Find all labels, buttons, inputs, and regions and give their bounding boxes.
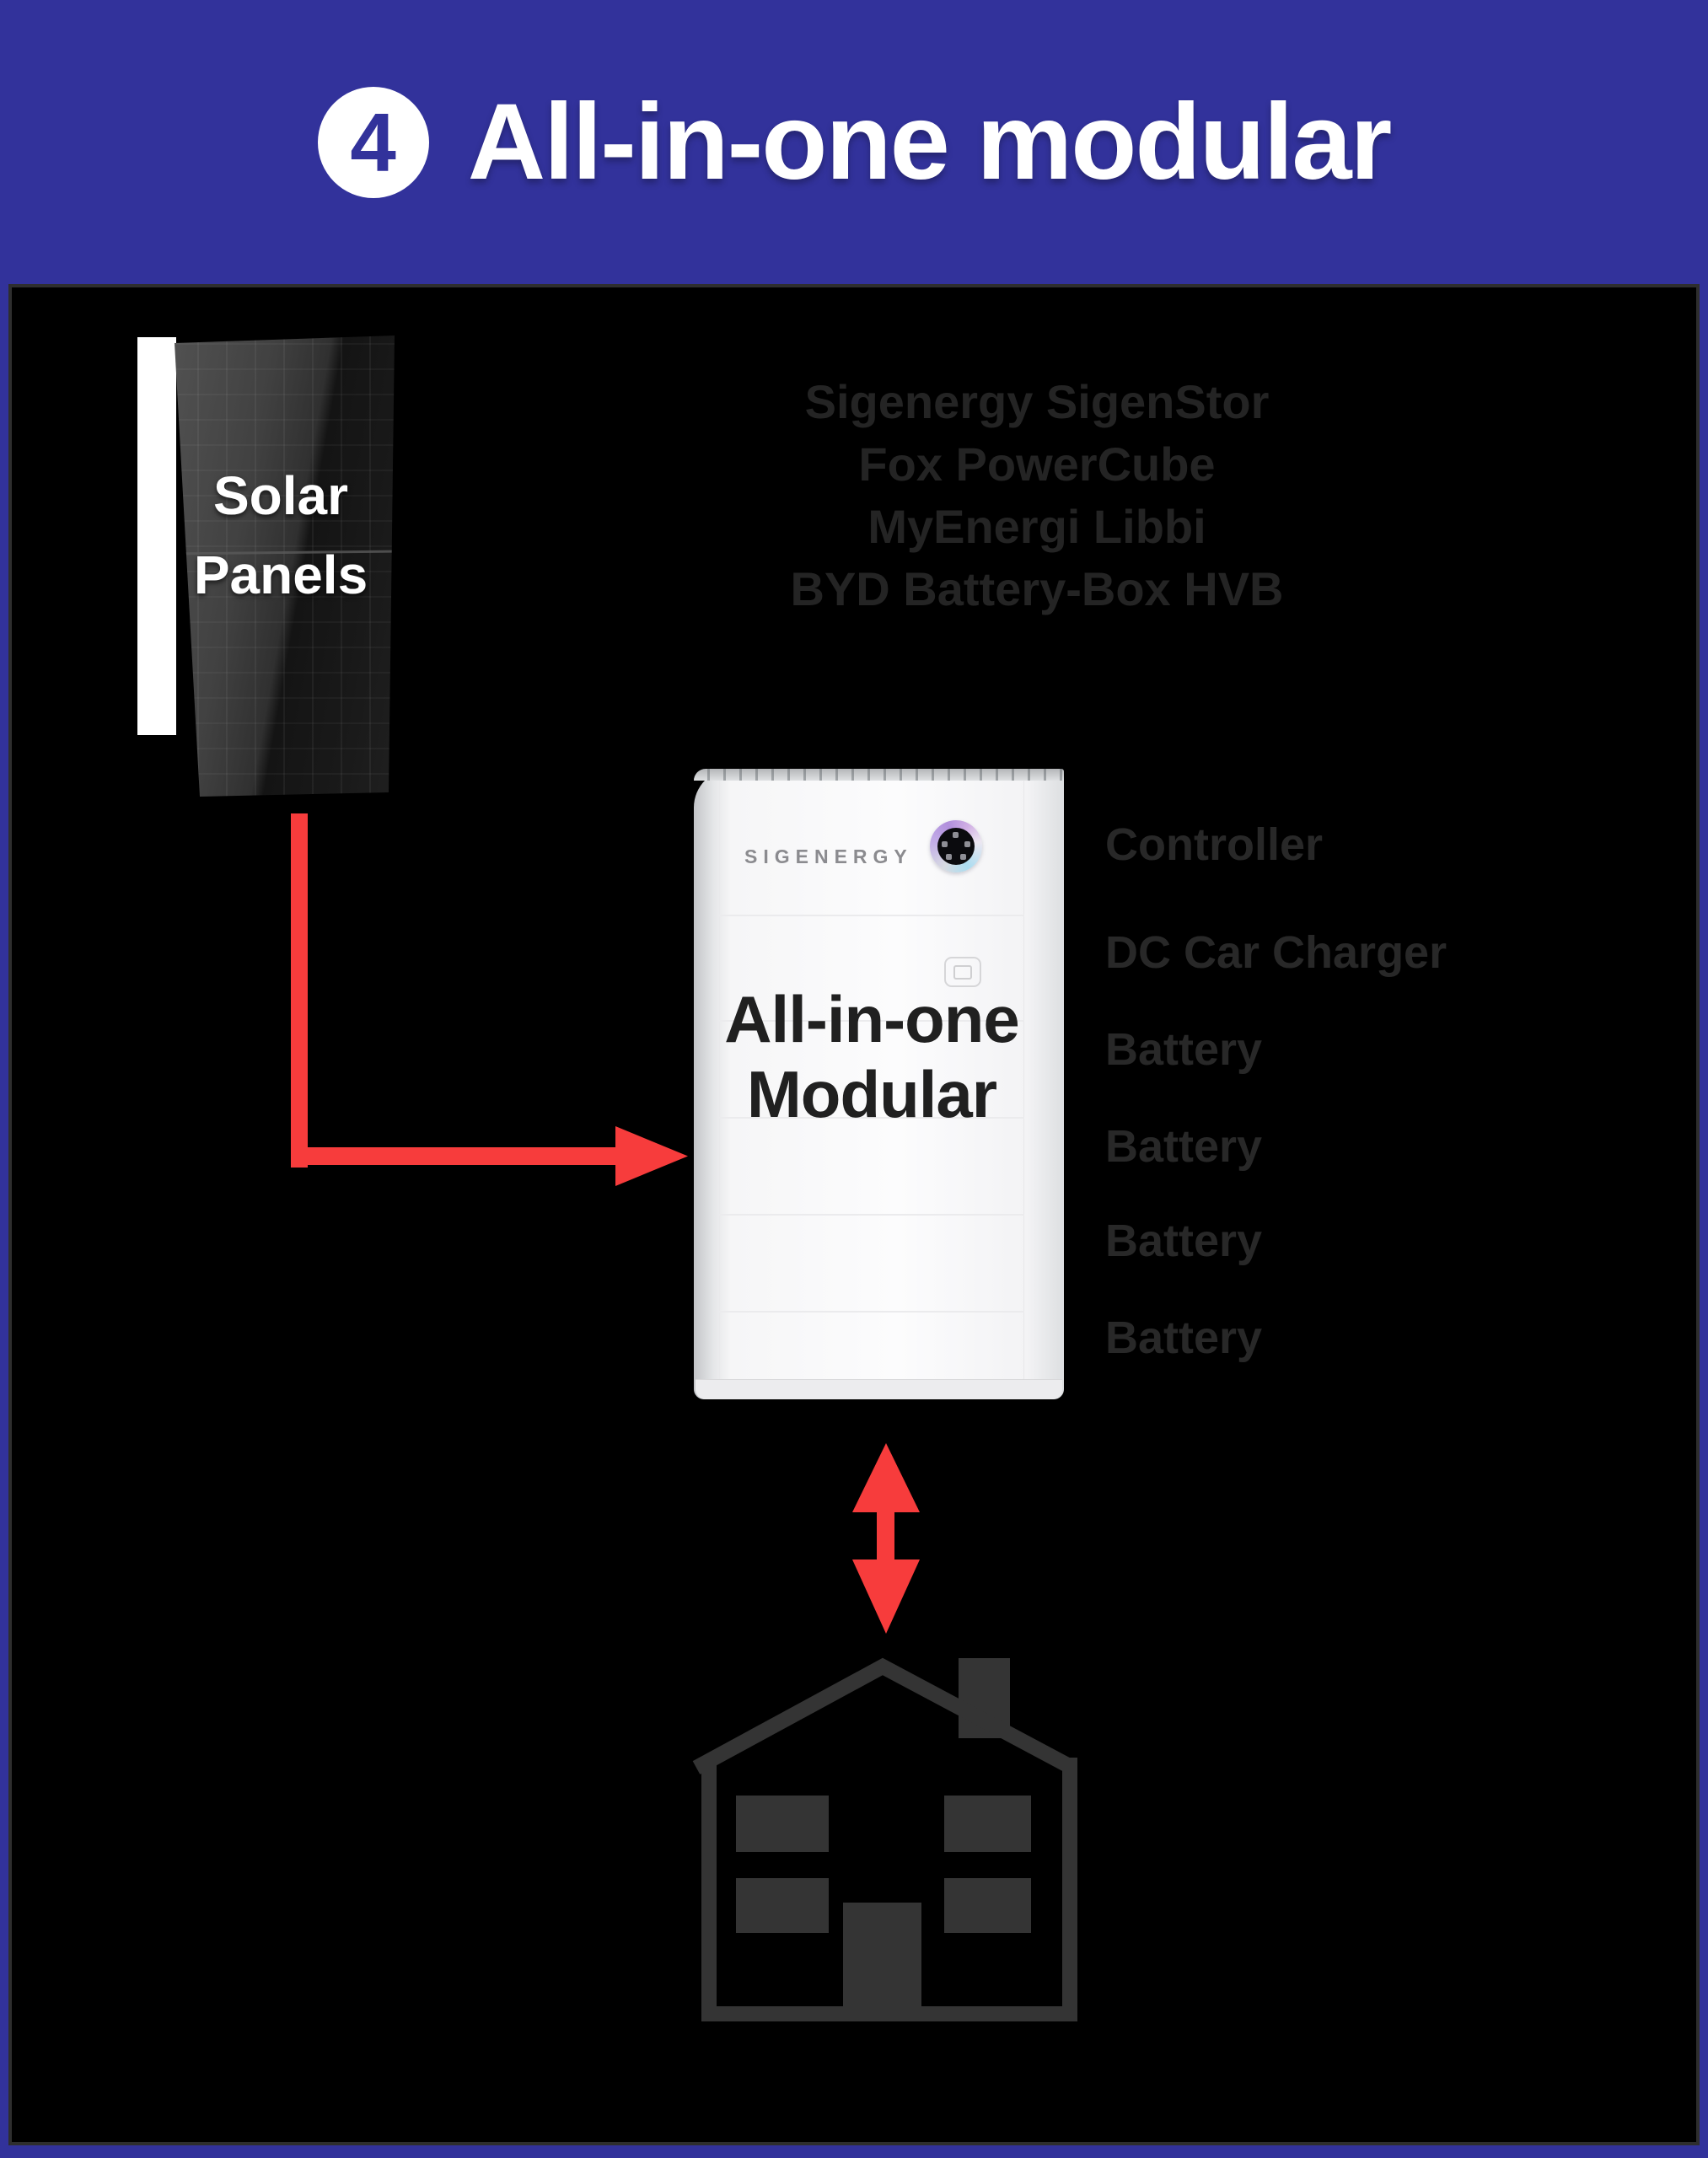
unit-label: All-in-one Modular (694, 982, 1050, 1132)
house-roof (692, 1657, 1077, 1774)
step-number-badge: 4 (317, 86, 429, 198)
charge-port-inner-icon (953, 964, 972, 980)
sigenergy-logo: SIGENERGY (744, 845, 913, 867)
step-number: 4 (350, 95, 396, 189)
solar-label-line2: Panels (193, 545, 368, 605)
pv-flow-arrow-horizontal (291, 1147, 618, 1165)
house-window (944, 1878, 1031, 1933)
solar-panel-image: Solar Panels (175, 336, 395, 797)
alternative-product: BYD Battery-Box HVB (790, 562, 1284, 615)
status-dial-face (937, 828, 975, 865)
dial-dot-icon (960, 854, 966, 860)
house-window (944, 1796, 1031, 1852)
module-divider (719, 1020, 1024, 1022)
house-door (843, 1903, 921, 2021)
house-window (736, 1796, 829, 1852)
dial-dot-icon (953, 832, 959, 838)
alternative-product: Sigenergy SigenStor (804, 375, 1270, 428)
house-icon (692, 1657, 1077, 2021)
module-divider (719, 1214, 1024, 1216)
charge-port-icon (944, 957, 981, 987)
solar-panel-edge (137, 337, 176, 735)
module-label-battery: Battery (1105, 1024, 1263, 1075)
unit-front-face (719, 781, 1024, 1379)
module-label-controller: Controller (1105, 819, 1324, 870)
module-label-battery: Battery (1105, 1121, 1263, 1172)
pv-flow-arrow-vertical (291, 813, 308, 1168)
unit-label-line2: Modular (746, 1057, 997, 1131)
module-divider (719, 1311, 1024, 1313)
module-label-dc-charger: DC Car Charger (1105, 927, 1448, 978)
unit-top-cap (694, 769, 1064, 781)
module-divider (719, 915, 1024, 916)
alternative-product: MyEnergi Libbi (867, 500, 1206, 553)
solar-label-line1: Solar (212, 465, 349, 526)
module-divider (719, 1117, 1024, 1119)
unit-base (696, 1379, 1062, 1399)
unit-label-line1: All-in-one (724, 982, 1020, 1056)
dial-dot-icon (946, 854, 952, 860)
dial-dot-icon (942, 841, 948, 847)
solar-panels-label: Solar Panels (175, 456, 393, 615)
all-in-one-unit: SIGENERGY All-in-one Modular (694, 769, 1064, 1399)
module-label-battery: Battery (1105, 1313, 1263, 1363)
header-banner: 4 All-in-one modular (0, 0, 1708, 284)
page-title: All-in-one modular (467, 82, 1393, 202)
status-dial-icon (930, 820, 982, 872)
alternative-product: Fox PowerCube (858, 438, 1216, 491)
house-window (736, 1878, 829, 1933)
module-label-battery: Battery (1105, 1216, 1263, 1266)
dial-dot-icon (964, 841, 970, 847)
alternative-products-list: Sigenergy SigenStor Fox PowerCube MyEner… (784, 371, 1290, 620)
home-flow-arrow-shaft (877, 1509, 894, 1568)
